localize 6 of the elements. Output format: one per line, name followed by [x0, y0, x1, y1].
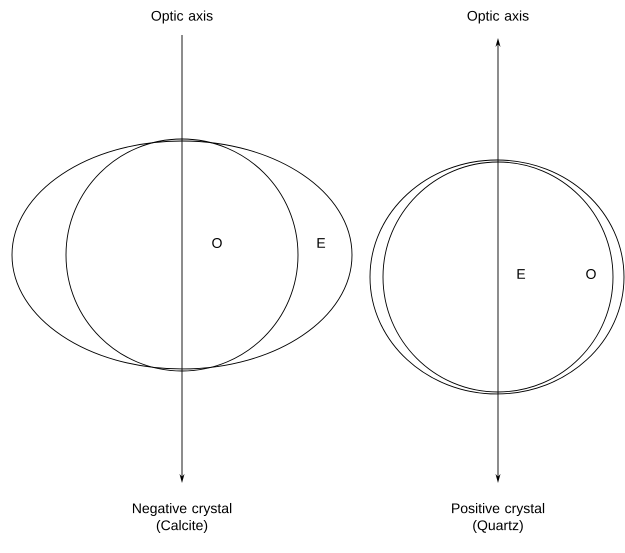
- caption: Positive crystal (Quartz): [452, 502, 544, 533]
- caption: Negative crystal (Calcite): [132, 502, 232, 533]
- wavefront-letter: O: [586, 269, 596, 279]
- axis-label: Optic axis: [152, 10, 213, 24]
- axis-label: Optic axis: [468, 10, 529, 24]
- wavefront-letter: E: [517, 269, 526, 279]
